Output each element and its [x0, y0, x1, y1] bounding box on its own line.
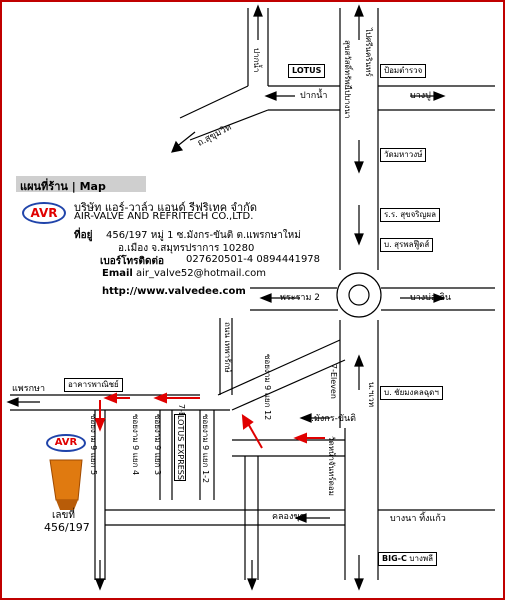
label-road-top: สุขสวัสดิ์ทรัพย์	[343, 40, 352, 90]
route-arrow-head	[94, 418, 106, 432]
arrow-head	[354, 161, 364, 174]
label-city-plan: อาคารพาณิชย์	[64, 378, 123, 392]
road-line	[189, 109, 269, 141]
label-big-c: BIG-C บางพลี	[378, 552, 438, 566]
road-line	[179, 85, 249, 119]
big-c-name: BIG-C	[382, 554, 407, 563]
arrow-head	[95, 578, 105, 591]
label-wat-mahawong: วัดมหาวงษ์	[380, 148, 427, 162]
arrow-head	[259, 293, 272, 303]
email-label: Email	[102, 268, 133, 279]
arrow-head	[354, 233, 364, 246]
label-road-top-right: ไปศรีนครินทร์	[364, 28, 373, 77]
label-mangkorn-kanti: ซ.มังกร-ขันติ	[305, 414, 356, 424]
label-phraeksa: แพรกษา	[12, 384, 46, 394]
address-line2: อ.เมือง จ.สมุทรปราการ 10280	[118, 243, 255, 254]
label-soi-9-4: ซอยงาม 9 แยก 4	[131, 414, 140, 476]
arrow-head	[6, 397, 19, 407]
route-arrow-head	[241, 414, 254, 430]
label-soi-9-3: ซอยงาม 9 แยก 3	[153, 414, 162, 476]
arrow-head	[247, 578, 257, 591]
arrow-head	[294, 513, 307, 523]
building-base	[56, 500, 78, 510]
road-line	[231, 359, 346, 411]
label-bang-pu: บางปู	[410, 91, 431, 101]
building-icon	[49, 459, 83, 501]
label-road-mid: ไปบางนา	[343, 86, 352, 119]
label-pom-prab: ป้อมตำรวจ	[380, 64, 427, 78]
roundabout	[336, 272, 382, 318]
phone-number: 027620501-4 0894441978	[186, 254, 321, 265]
label-soi-9-1-2: ซอยงาม 9 แยก 1-2	[201, 414, 210, 484]
route-arrow-head	[293, 432, 307, 444]
label-company-near: บ. ชัยมงคลฉุดฯ	[380, 386, 443, 400]
arrow-head	[253, 4, 263, 17]
address-line1: 456/197 หมู่ 1 ซ.มังกร-ขันติ ต.แพรกษาใหม…	[106, 230, 301, 241]
avr-logo-map: AVR	[46, 434, 86, 452]
company-name-th: บริษัท แอร์-วาล์ว แอนด์ รีฟริเทค จำกัด	[74, 201, 257, 214]
company-name-en: AIR-VALVE AND REFRITECH CO.,LTD.	[74, 211, 254, 222]
label-sukhothai-school: ร.ร. สุขจริญผล	[380, 208, 440, 222]
big-c-branch: บางพลี	[409, 554, 434, 563]
label-pak-nam-road: ปากน้ำ	[252, 48, 261, 73]
website-link[interactable]: http://www.valvedee.com	[102, 286, 246, 297]
label-lotus-top: LOTUS	[288, 64, 326, 78]
label-711-a: 7-Eleven	[329, 364, 338, 399]
map-header: แผนที่ร้าน | Map	[16, 176, 146, 193]
house-no: 456/197	[44, 521, 90, 534]
label-bang-kaew: บางนา ทิ้งแก้ว	[390, 514, 446, 524]
arrow-head	[354, 4, 364, 17]
arrow-head	[171, 140, 184, 153]
arrow-head	[354, 354, 364, 367]
address-label: ที่อยู่	[74, 230, 93, 241]
label-wat-ban-sri: วัดหน้าจันทร์ดอม	[327, 436, 336, 496]
email-address[interactable]: air_valve52@hotmail.com	[136, 268, 266, 279]
roundabout-center	[348, 284, 370, 306]
arrow-head	[354, 578, 364, 591]
arrow-head	[433, 91, 446, 101]
label-lotus-express: LOTUS EXPRESS	[174, 414, 186, 481]
label-pak-nam: ปากน้ำ	[300, 91, 328, 101]
label-bang-pa-in: บางบ่อ-อิน	[410, 293, 452, 303]
label-n-turn: น.ฯเวท	[367, 382, 376, 408]
arrow-head	[299, 413, 312, 423]
phone-label: เบอร์โทรติดต่อ	[100, 256, 164, 267]
road-line	[217, 339, 341, 396]
avr-logo: AVR	[22, 202, 66, 224]
arrow-head	[433, 293, 446, 303]
route-arrow-head	[153, 392, 167, 404]
label-thepharak: ถนน เทพารักษ์	[223, 322, 232, 373]
arrow-head	[264, 91, 277, 101]
house-no-label: เลขที่	[52, 510, 75, 521]
label-klong-dan: คลองขุด	[272, 512, 306, 522]
route-arrow-head	[103, 392, 117, 404]
label-soi-9-12: ซอยงาม 9 แยก 12	[263, 354, 272, 421]
label-rama-2: พระราม 2	[280, 293, 321, 303]
label-soi-9-5: ซอยงาม 9 แยก 5	[89, 414, 98, 476]
label-sutepark: บ. สุรพลฟู๊ดส์	[380, 238, 434, 252]
